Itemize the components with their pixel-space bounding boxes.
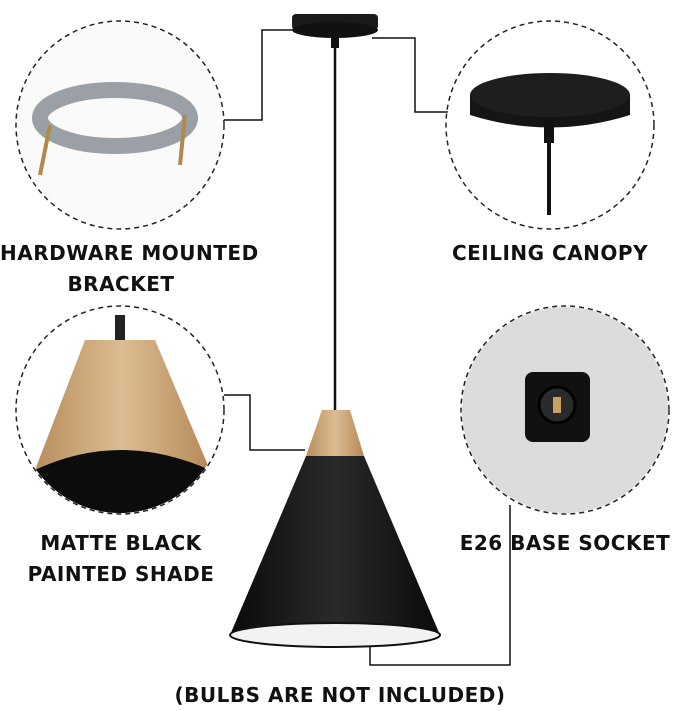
pendant-lamp-icon <box>229 410 441 648</box>
ceiling-canopy-label: CEILING CANOPY <box>451 241 649 265</box>
matte-black-shade-detail <box>17 307 223 513</box>
hardware-bracket-detail <box>17 22 223 228</box>
shade-label: MATTE BLACK PAINTED SHADE <box>0 528 242 590</box>
label-line: PAINTED SHADE <box>27 562 215 586</box>
ceiling-canopy-icon <box>292 14 378 48</box>
bulbs-note: (BULBS ARE NOT INCLUDED) <box>174 683 506 707</box>
label-line: MATTE BLACK <box>40 531 202 555</box>
label-line: HARDWARE MOUNTED <box>0 241 259 265</box>
ceiling-canopy-detail <box>447 22 653 228</box>
socket-label: E26 BASE SOCKET <box>459 531 671 555</box>
e26-socket-detail <box>462 307 668 513</box>
hardware-bracket-label: HARDWARE MOUNTED BRACKET <box>0 238 259 300</box>
label-line: BRACKET <box>67 272 175 296</box>
connector-lines <box>224 29 511 666</box>
